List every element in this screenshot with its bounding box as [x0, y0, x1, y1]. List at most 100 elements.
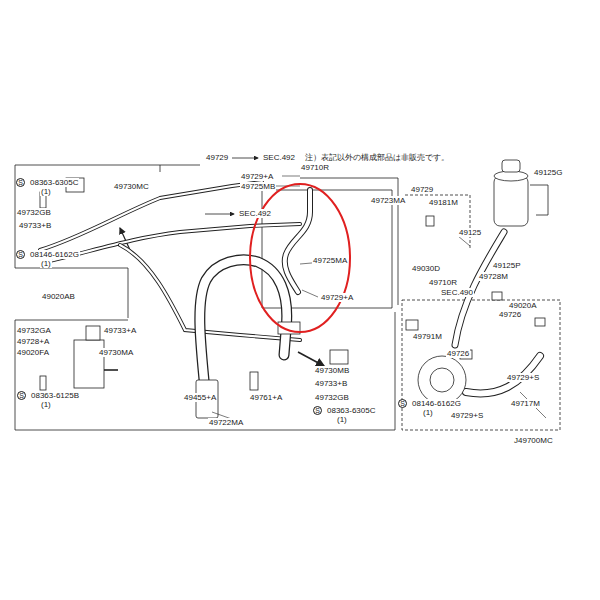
callout-number: 49125G: [533, 168, 563, 177]
callout-number: 49732GA: [16, 326, 52, 335]
callout-number: J49700MC: [513, 436, 554, 445]
metal-pipe: [45, 224, 300, 262]
callout-number: 49455+A: [183, 393, 217, 402]
pressure-hose: [200, 260, 287, 390]
callout-number: 49732GB: [314, 393, 350, 402]
frame-line: [405, 195, 470, 250]
callout-number: 49726: [446, 349, 470, 358]
callout-number: 49729+S: [506, 373, 540, 382]
leader-line: [302, 290, 318, 297]
callout-number: 49729+S: [450, 411, 484, 420]
callout-number: 49733+B: [18, 221, 52, 230]
callout-number: 08146-6162G: [29, 250, 80, 259]
circled-mark: S: [313, 406, 322, 415]
suction-hose: [466, 356, 540, 393]
callout-number: 49181M: [428, 198, 459, 207]
callout-number: 49722MA: [208, 418, 244, 427]
callout-number: 49020FA: [16, 348, 50, 357]
suction-hose: [466, 356, 540, 393]
section-arrow: [232, 158, 258, 159]
leader-lines: [212, 176, 546, 422]
pressure-hose: [200, 260, 287, 390]
reservoir-tank: [494, 176, 528, 226]
bolt: [40, 376, 46, 390]
circled-mark: S: [16, 178, 25, 187]
components: [40, 160, 548, 418]
direction-arrow: [298, 352, 324, 366]
callout-number: 49730MC: [113, 182, 150, 191]
callout-number: SEC.492: [262, 153, 296, 162]
callout-number: SEC.492: [238, 209, 272, 218]
callout-number: 49732GB: [16, 208, 52, 217]
return-hose: [285, 190, 310, 292]
callout-number: 49020AB: [41, 292, 76, 301]
callout-number: SEC.490: [440, 288, 474, 297]
callout-number: 08363-6305C: [29, 178, 79, 187]
callout-number: 49733+A: [103, 326, 137, 335]
callout-number: 注）表記以外の構成部品は非販売です。: [304, 153, 450, 162]
callout-number: 49725MA: [312, 256, 348, 265]
reservoir-bracket: [530, 185, 548, 215]
mark-letter: S: [19, 392, 24, 399]
frame-box: [402, 300, 560, 430]
clamp: [86, 326, 100, 340]
callout-number: (1): [40, 400, 52, 409]
mark-letter: S: [400, 400, 405, 407]
circled-mark: S: [398, 399, 407, 408]
callout-number: 49710R: [300, 163, 330, 172]
callout-number: 49125: [458, 228, 482, 237]
callout-number: 49791M: [412, 332, 443, 341]
reservoir-cap: [502, 160, 520, 172]
frame-lines: [15, 165, 560, 430]
tubes: [40, 182, 540, 393]
fitting: [492, 292, 502, 300]
callout-number: 49729: [205, 153, 229, 162]
leader-line: [458, 236, 470, 246]
return-hose: [285, 190, 310, 292]
callout-number: 49020A: [508, 301, 538, 310]
pump-pulley: [430, 368, 454, 392]
callout-number: 08363-6305C: [326, 406, 376, 415]
mark-letter: S: [18, 251, 23, 258]
callout-number: (1): [422, 408, 434, 417]
circled-mark: S: [16, 250, 25, 259]
leader-line: [282, 176, 300, 177]
mark-letter: S: [18, 179, 23, 186]
callout-number: 49733+B: [314, 379, 348, 388]
callout-number: 49710R: [428, 278, 458, 287]
circled-mark: S: [17, 391, 26, 400]
metal-pipe: [45, 224, 300, 262]
callout-number: (1): [40, 259, 52, 268]
frame-line: [15, 165, 200, 166]
callout-number: (1): [336, 415, 348, 424]
fitting: [535, 318, 545, 326]
pump-body: [418, 356, 466, 404]
callout-number: (1): [40, 187, 52, 196]
callout-number: 49761+A: [249, 393, 283, 402]
callout-number: 49728M: [478, 272, 509, 281]
callout-number: 49729+A: [240, 172, 274, 181]
bolt: [426, 216, 434, 226]
clamp: [406, 320, 418, 330]
callout-number: 49725MB: [240, 182, 276, 191]
frame-line: [15, 165, 128, 318]
callout-number: 08146-6162G: [411, 399, 462, 408]
callout-number: 49726: [498, 310, 522, 319]
mark-letter: S: [315, 407, 320, 414]
callout-number: 49728+A: [16, 337, 50, 346]
callout-number: 49730MB: [314, 366, 350, 375]
reservoir-top: [494, 171, 528, 181]
highlight-ellipse: [250, 184, 350, 332]
callout-number: 49030D: [411, 264, 441, 273]
callout-number: 49729+A: [320, 293, 354, 302]
section-arrow: [205, 214, 234, 215]
callout-number: 49717M: [510, 399, 541, 408]
callout-number: 49730MA: [98, 348, 134, 357]
callout-number: 49729: [410, 185, 434, 194]
callout-number: 49723MA: [370, 196, 406, 205]
metal-pipe: [120, 245, 300, 340]
callout-number: 49125P: [492, 261, 522, 270]
metal-pipe: [120, 245, 300, 340]
